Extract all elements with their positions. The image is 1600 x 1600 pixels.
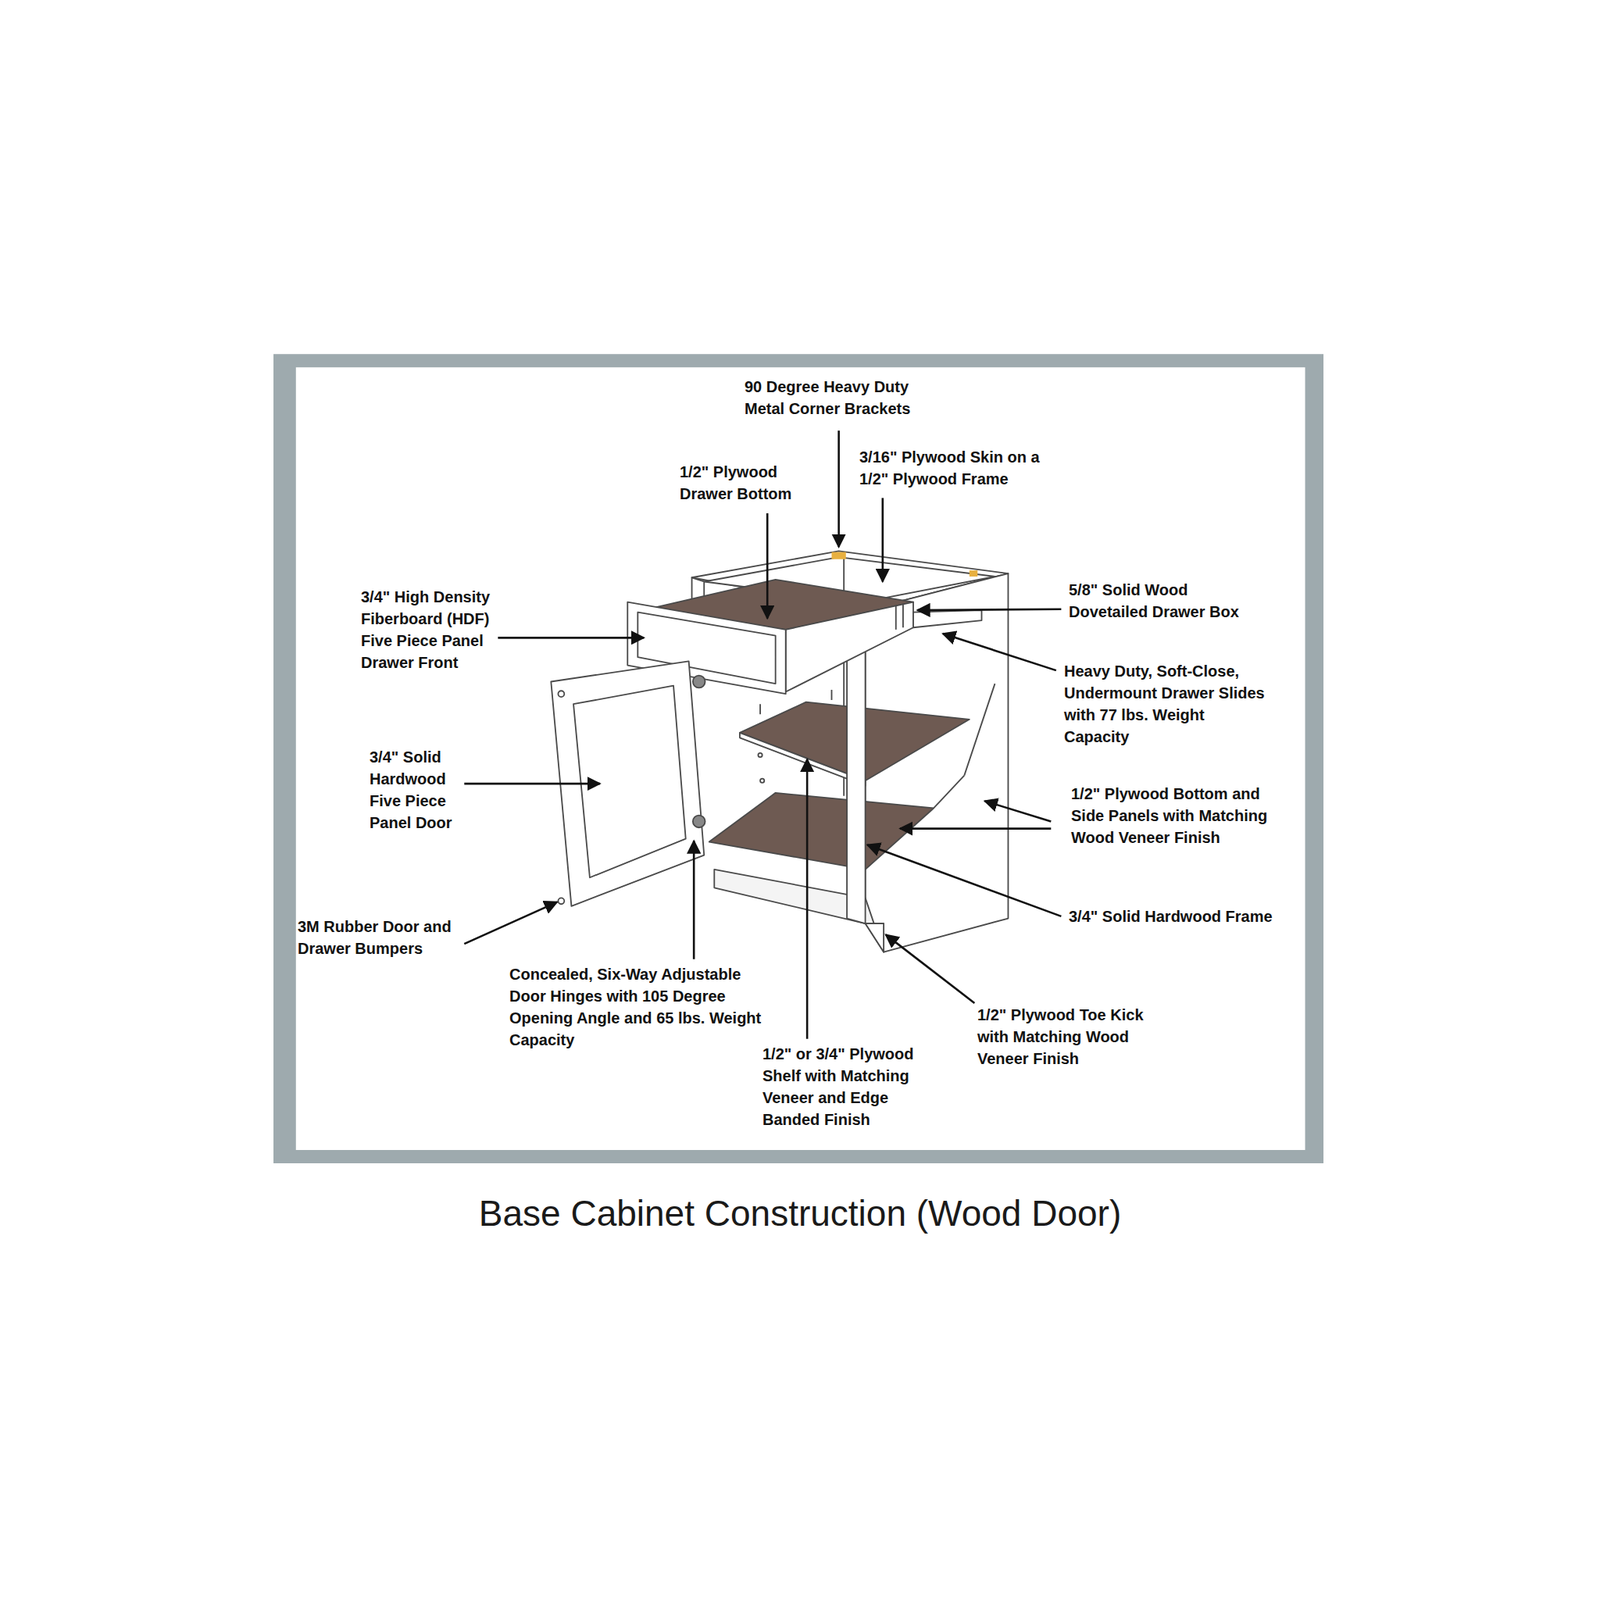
callout-label: 90 Degree Heavy Duty Metal Corner Bracke… (744, 375, 939, 420)
leader-lines (464, 430, 1061, 1039)
callout-label: 3/4" Solid Hardwood Frame (1068, 905, 1314, 928)
callout-label: 3/16" Plywood Skin on a 1/2" Plywood Fra… (859, 446, 1059, 490)
callout-label: 1/2" or 3/4" Plywood Shelf with Matching… (762, 1042, 947, 1131)
callout-label: 1/2" Plywood Bottom and Side Panels with… (1071, 782, 1296, 849)
frame-ground (296, 367, 1306, 1150)
callout-label: 3/4" Solid Hardwood Five Piece Panel Doo… (369, 746, 477, 834)
callout-label: 5/8" Solid Wood Dovetailed Drawer Box (1068, 578, 1268, 623)
callout-label: 3/4" High Density Fiberboard (HDF) Five … (360, 585, 519, 674)
callout-label: Concealed, Six-Way Adjustable Door Hinge… (509, 963, 770, 1051)
caption: Base Cabinet Construction (Wood Door) (0, 1192, 1600, 1235)
callout-label: 1/2" Plywood Toe Kick with Matching Wood… (977, 1003, 1177, 1070)
callout-label: 3M Rubber Door and Drawer Bumpers (297, 915, 477, 960)
callout-label: 1/2" Plywood Drawer Bottom (679, 460, 818, 505)
corner-bracket (969, 570, 978, 577)
corner-bracket (831, 552, 846, 560)
cabinet-drawing (550, 550, 1008, 952)
frame-border (273, 353, 1324, 1164)
callout-label: Heavy Duty, Soft-Close, Undermount Drawe… (1064, 660, 1268, 748)
